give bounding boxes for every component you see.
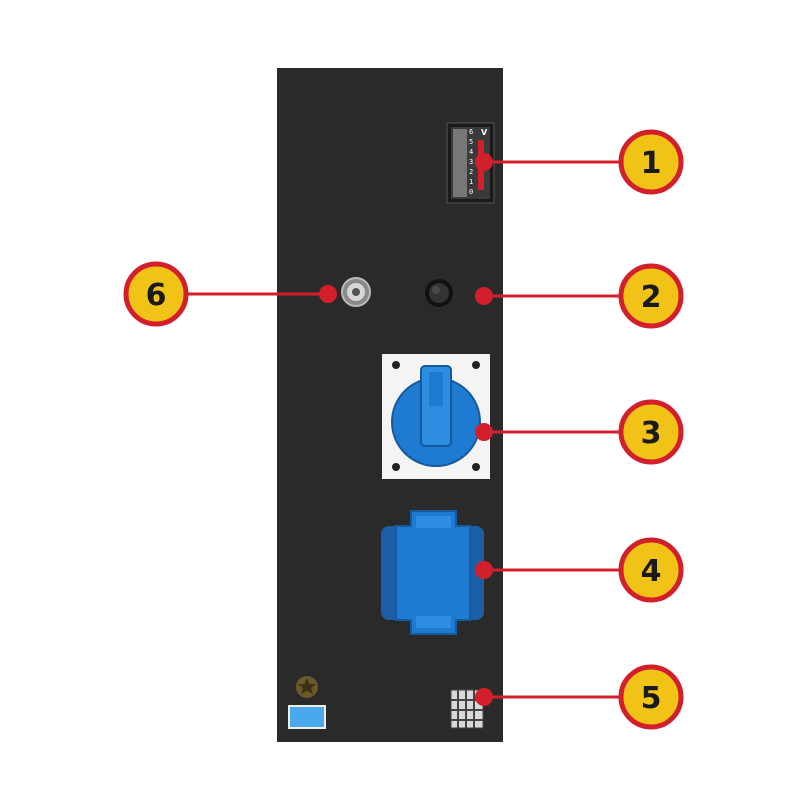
svg-text:2: 2 [469,168,473,176]
leader-lines [185,160,622,699]
schuko-socket [381,510,484,635]
callout-2: 2 [618,263,684,329]
leader-dots [319,153,493,706]
callout-1: 1 [618,129,684,195]
ground-screw [296,676,318,698]
callout-label-4: 4 [641,554,662,589]
callout-label-1: 1 [641,146,662,181]
indicator-label [288,705,326,729]
callout-label-5: 5 [641,681,662,716]
callout-label-3: 3 [641,416,662,451]
callout-5: 5 [618,664,684,730]
svg-text:3: 3 [469,158,473,166]
svg-text:0: 0 [469,188,473,196]
svg-text:1: 1 [469,178,473,186]
svg-text:4: 4 [469,148,473,156]
breaker-button [425,279,453,307]
callout-6: 6 [123,261,189,327]
svg-text:5: 5 [469,138,473,146]
svg-text:6: 6 [469,128,473,136]
voltmeter-unit: V [481,128,488,137]
dc-terminal [450,689,484,729]
callout-label-6: 6 [146,278,167,313]
callout-3: 3 [618,399,684,465]
callout-label-2: 2 [641,280,662,315]
ground-terminal [341,277,371,307]
round-socket [382,354,490,479]
callout-4: 4 [618,537,684,603]
voltmeter-scale: 0 1 2 3 4 5 6 [469,128,473,196]
